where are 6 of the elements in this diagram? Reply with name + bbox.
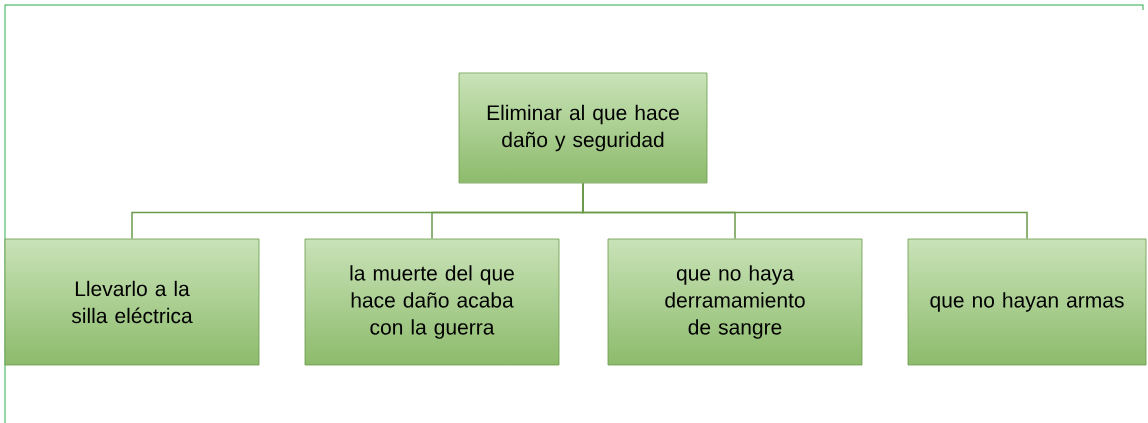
box: Eliminar al que hace daño y seguridad — [458, 72, 708, 184]
box: que no haya derramamiento de sangre — [607, 238, 863, 366]
box: Llevarlo a la silla eléctrica — [4, 238, 260, 366]
box: la muerte del que hace daño acaba con la guerra — [304, 238, 560, 366]
connector-line — [582, 182, 1028, 240]
box: que no hayan armas — [907, 238, 1147, 366]
